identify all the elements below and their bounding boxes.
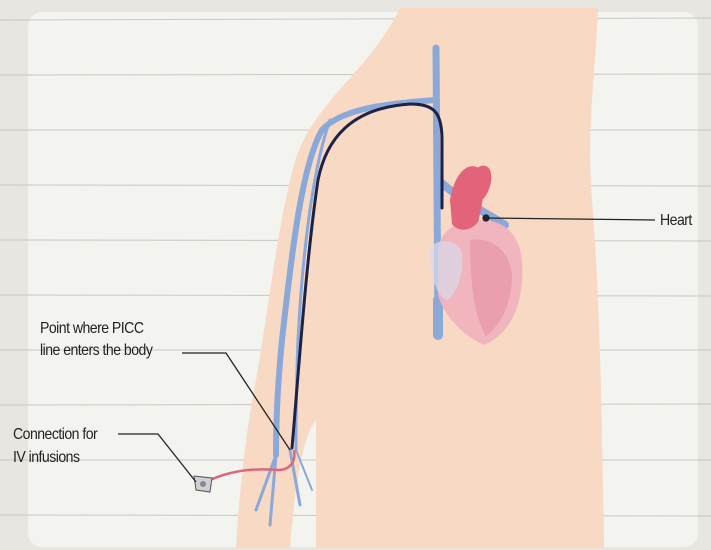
heart-label: Heart — [660, 210, 692, 231]
connection-label-line2: IV infusions — [13, 447, 79, 468]
entry-point-label-line2: line enters the body — [40, 340, 152, 361]
iv-connector-icon — [194, 476, 212, 492]
connection-label-line1: Connection for — [13, 424, 97, 445]
entry-point-label-line1: Point where PICC — [40, 318, 143, 339]
